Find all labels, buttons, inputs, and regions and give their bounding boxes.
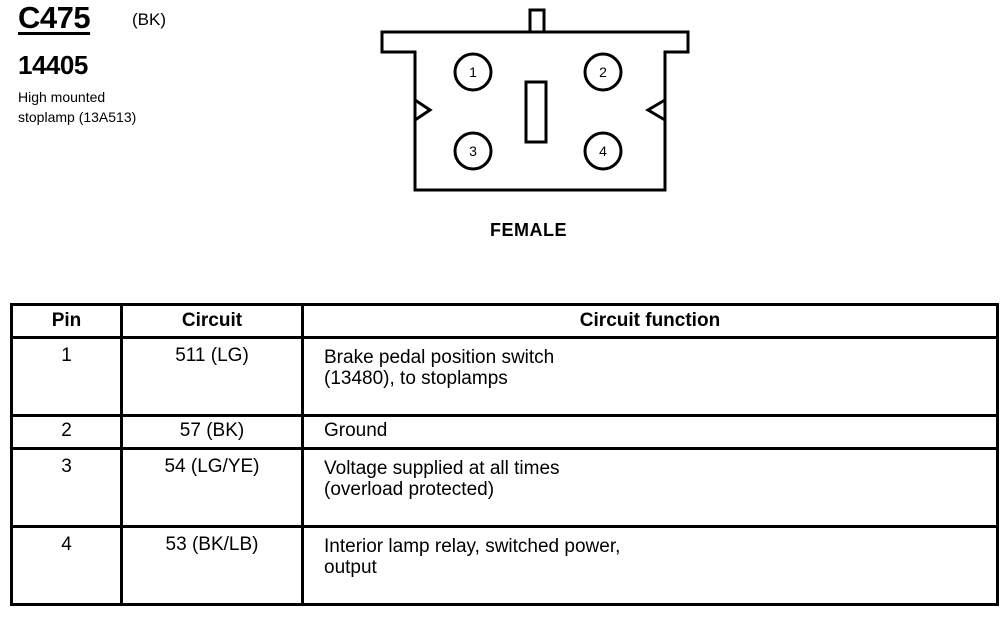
description-line-2: stoplamp (13A513)	[18, 109, 137, 125]
pin-number: 2	[10, 414, 123, 450]
pin-label-3: 3	[469, 143, 477, 159]
pin-cavity-4: 4	[583, 131, 623, 171]
pinout-table: Pin Circuit Circuit function 1 511 (LG) …	[10, 303, 999, 606]
pin-cavity-3: 3	[453, 131, 493, 171]
pin-cavity-2: 2	[583, 52, 623, 92]
circuit-function-line: Interior lamp relay, switched power,	[324, 536, 621, 557]
pin-label-4: 4	[599, 143, 607, 159]
right-latch	[645, 98, 666, 122]
table-row: 1 511 (LG) Brake pedal position switch (…	[10, 336, 999, 417]
table-row: 2 57 (BK) Ground	[10, 414, 999, 450]
circuit-function-line: output	[324, 557, 377, 578]
circuit-code: 57 (BK)	[120, 414, 304, 450]
pin-cavity-1: 1	[453, 52, 493, 92]
circuit-function-line: Voltage supplied at all times	[324, 458, 560, 479]
pin-number: 3	[10, 447, 123, 528]
circuit-function-line: (overload protected)	[324, 479, 495, 500]
circuit-function: Ground	[301, 414, 999, 450]
header-circuit-function: Circuit function	[301, 303, 999, 339]
description-line-1: High mounted	[18, 89, 106, 105]
circuit-code: 511 (LG)	[120, 336, 304, 417]
header-circuit: Circuit	[120, 303, 304, 339]
connector-color: (BK)	[132, 10, 166, 29]
circuit-function: Voltage supplied at all times (overload …	[301, 447, 999, 528]
view-label: FEMALE	[490, 220, 567, 240]
circuit-code: 54 (LG/YE)	[120, 447, 304, 528]
pin-number: 4	[10, 525, 123, 606]
left-latch	[414, 98, 433, 122]
circuit-function: Interior lamp relay, switched power, out…	[301, 525, 999, 606]
connector-id: C475	[18, 0, 91, 35]
connector-housing	[380, 30, 690, 192]
circuit-function-line: Brake pedal position switch	[324, 347, 555, 368]
locking-tab	[528, 8, 546, 34]
circuit-function-line: (13480), to stoplamps	[324, 368, 508, 389]
header-pin: Pin	[10, 303, 123, 339]
pin-label-2: 2	[599, 64, 607, 80]
table-row: 3 54 (LG/YE) Voltage supplied at all tim…	[10, 447, 999, 528]
circuit-function-line: Ground	[324, 420, 388, 441]
center-key-slot	[524, 80, 548, 144]
pin-number: 1	[10, 336, 123, 417]
table-header-row: Pin Circuit Circuit function	[10, 303, 999, 339]
circuit-code: 53 (BK/LB)	[120, 525, 304, 606]
pin-label-1: 1	[469, 64, 477, 80]
circuit-function: Brake pedal position switch (13480), to …	[301, 336, 999, 417]
connector-face-diagram: 1 2 3 4	[380, 8, 690, 192]
table-row: 4 53 (BK/LB) Interior lamp relay, switch…	[10, 525, 999, 606]
part-number: 14405	[18, 50, 88, 80]
